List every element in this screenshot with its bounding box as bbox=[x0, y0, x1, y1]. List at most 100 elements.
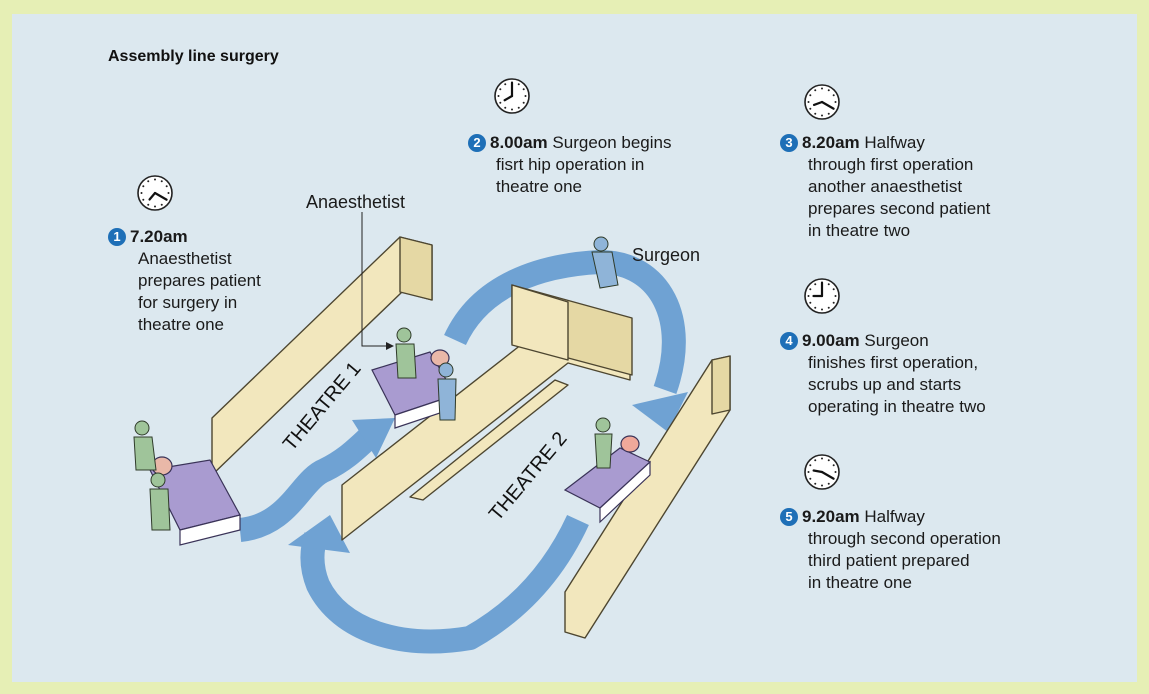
clock-tick bbox=[832, 288, 835, 291]
clock-tick bbox=[832, 94, 835, 97]
clock-tick bbox=[821, 114, 823, 117]
step-4-line-4: operating in theatre two bbox=[808, 397, 986, 416]
step-2-line-1: Surgeon begins bbox=[552, 133, 672, 152]
step-4-line-3: scrubs up and starts bbox=[808, 375, 962, 394]
clock-tick bbox=[827, 283, 830, 286]
clock-tick bbox=[160, 180, 163, 183]
clock-tick bbox=[827, 459, 830, 462]
clock-tick bbox=[147, 203, 150, 206]
anaesthetist-figure bbox=[395, 327, 417, 379]
surgeon-figure-theatre1 bbox=[437, 362, 457, 421]
clock-tick bbox=[821, 87, 823, 90]
anaesthetist-callout-arrowhead bbox=[386, 342, 394, 350]
clock-tick bbox=[154, 178, 156, 181]
arrowhead-theatre2 bbox=[632, 392, 688, 432]
clock-tick bbox=[821, 308, 823, 311]
theatre2-label: THEATRE 2 bbox=[485, 428, 572, 525]
step-4-time: 9.00am bbox=[802, 331, 860, 350]
theatre-walls bbox=[211, 236, 731, 639]
clock-tick bbox=[834, 471, 837, 473]
step-3-line-2: through first operation bbox=[808, 155, 974, 174]
clock-tick bbox=[167, 192, 170, 194]
surgeon-label: Surgeon bbox=[632, 245, 701, 265]
clock-tick bbox=[807, 471, 810, 473]
clock-tick bbox=[809, 288, 812, 291]
clock-tick bbox=[827, 112, 830, 115]
clock-tick bbox=[821, 457, 823, 460]
clock-tick bbox=[154, 205, 156, 208]
clock-tick bbox=[814, 89, 817, 92]
step-4-line-2: finishes first operation, bbox=[808, 353, 979, 372]
clock-tick bbox=[809, 107, 812, 110]
clock-tick bbox=[504, 83, 507, 86]
clock-4 bbox=[804, 278, 840, 314]
step-5-time: 9.20am bbox=[802, 507, 860, 526]
clock-hour-hand bbox=[812, 469, 824, 474]
wall-divider-end bbox=[511, 284, 569, 361]
anaesthetist-label: Anaesthetist bbox=[306, 192, 406, 212]
step-3-line-5: in theatre two bbox=[808, 221, 911, 240]
beds bbox=[149, 349, 652, 546]
step-5-line-3: third patient prepared bbox=[808, 551, 970, 570]
clock-tick bbox=[814, 112, 817, 115]
step-3-line-1: Halfway bbox=[864, 133, 925, 152]
step-1-line-3: for surgery in bbox=[138, 293, 238, 312]
clock-tick bbox=[147, 180, 150, 183]
clock-hour-hand bbox=[148, 191, 157, 201]
clock-tick bbox=[809, 94, 812, 97]
clock-tick bbox=[832, 301, 835, 304]
wall-divider-cap bbox=[409, 379, 569, 501]
staff-figures bbox=[133, 236, 619, 531]
clock-tick bbox=[834, 295, 837, 297]
clock-tick bbox=[809, 464, 812, 467]
bed-trolley-waiting bbox=[149, 456, 241, 546]
arrow-return-loop bbox=[300, 514, 589, 654]
anaesthetist-callout-line bbox=[361, 212, 386, 347]
clock-minute-hand bbox=[820, 470, 835, 480]
clock-tick bbox=[511, 108, 513, 111]
step-2-badge: 2 bbox=[468, 134, 486, 152]
arrowhead-theatre1 bbox=[352, 418, 395, 458]
clock-tick bbox=[809, 301, 812, 304]
clock-tick bbox=[832, 464, 835, 467]
step-5-line-4: in theatre one bbox=[808, 573, 912, 592]
step-3-time: 8.20am bbox=[802, 133, 860, 152]
step-1-time: 7.20am bbox=[130, 227, 188, 246]
step-2-time: 8.00am bbox=[490, 133, 548, 152]
step-1-line-1: Anaesthetist bbox=[138, 249, 232, 268]
clock-tick bbox=[142, 185, 145, 188]
step-4-badge: 4 bbox=[780, 332, 798, 350]
clock-tick bbox=[814, 306, 817, 309]
porter-figure-2 bbox=[149, 472, 171, 531]
clock-tick bbox=[140, 192, 143, 194]
clock-tick bbox=[827, 306, 830, 309]
clock-tick bbox=[814, 482, 817, 485]
clock-tick bbox=[524, 95, 527, 97]
clock-3 bbox=[804, 84, 840, 120]
clock-tick bbox=[517, 83, 520, 86]
clock-tick bbox=[809, 477, 812, 480]
clock-tick bbox=[807, 101, 810, 103]
clock-tick bbox=[142, 198, 145, 201]
arrow-heads bbox=[288, 392, 688, 553]
clock-tick bbox=[827, 89, 830, 92]
diagram-title: Assembly line surgery bbox=[108, 48, 279, 65]
step-3-line-3: another anaesthetist bbox=[808, 177, 963, 196]
step-1-line-2: prepares patient bbox=[138, 271, 261, 290]
step-5-line-1: Halfway bbox=[864, 507, 925, 526]
clock-hour-hand bbox=[812, 100, 824, 107]
step-4-line-1: Surgeon bbox=[864, 331, 929, 350]
porter-figure-1 bbox=[133, 420, 157, 471]
step-2-line-3: theatre one bbox=[496, 177, 583, 196]
clock-tick bbox=[499, 88, 502, 91]
arrow-to-theatre1 bbox=[238, 429, 377, 542]
step-1-line-4: theatre one bbox=[138, 315, 225, 334]
step-3-line-4: prepares second patient bbox=[808, 199, 991, 218]
clock-hour-hand bbox=[503, 94, 514, 102]
